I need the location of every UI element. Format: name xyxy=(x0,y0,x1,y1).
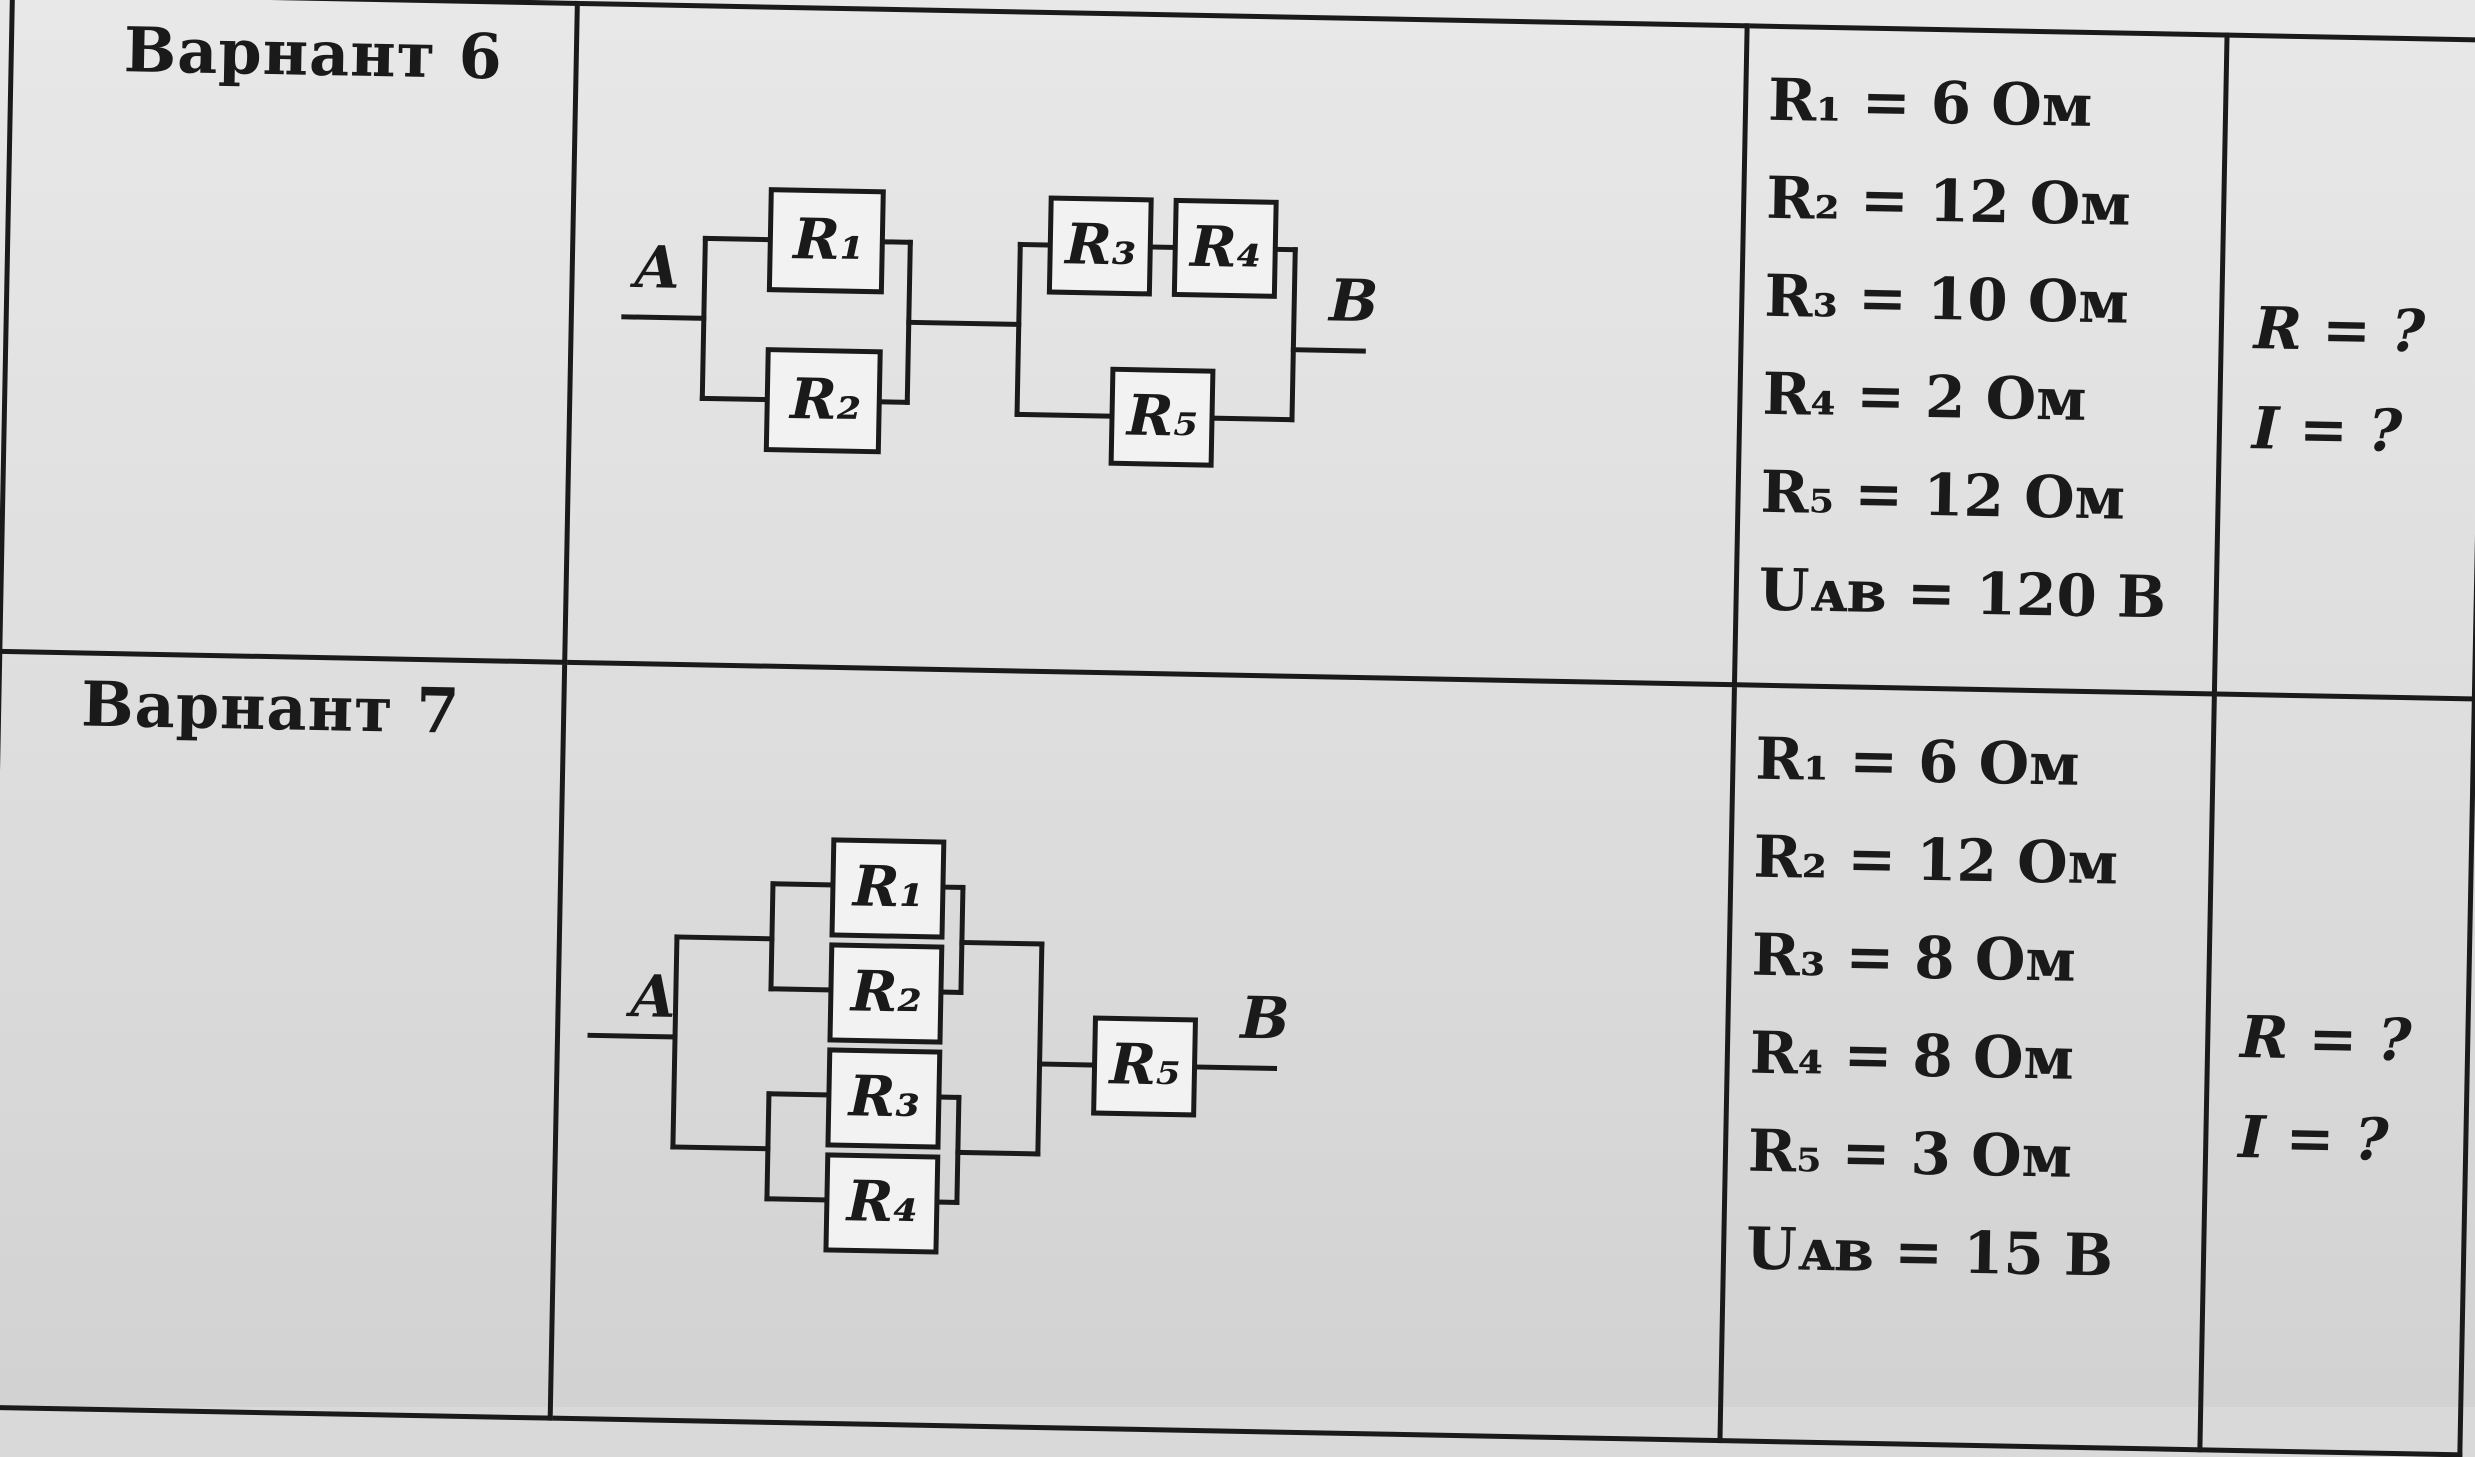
lead-a-wire xyxy=(624,317,704,319)
given-item: R₃ = 8 Ом xyxy=(1751,906,2208,1013)
find-item: I = ? xyxy=(2251,378,2475,482)
r345-right-rail xyxy=(1292,250,1295,420)
r5-in-wire xyxy=(1040,1064,1095,1065)
node-b-label: B xyxy=(1238,984,1290,1053)
variant-7-find-list: R = ? I = ? xyxy=(2237,987,2466,1191)
upper-block-out xyxy=(962,943,1042,945)
variant-6-given-list: R₁ = 6 Ом R₂ = 12 Ом R₃ = 10 Ом R₄ = 2 О… xyxy=(1758,51,2224,648)
resistor-r3-label: R₃ xyxy=(846,1064,920,1131)
variant-7-title: Варнант 7 xyxy=(81,668,562,750)
lead-a-wire xyxy=(590,1036,675,1038)
r5-out-wire xyxy=(1212,418,1292,420)
resistor-r5-label: R₅ xyxy=(1107,1032,1181,1099)
r1-in-wire xyxy=(773,884,833,885)
given-item: R₁ = 6 Ом xyxy=(1755,710,2212,817)
lower-block-feed xyxy=(673,1147,768,1149)
given-item: R₁ = 6 Ом xyxy=(1767,51,2224,158)
resistor-r1-label: R₁ xyxy=(850,854,924,921)
node-a-label: A xyxy=(629,233,680,302)
node-a-label: A xyxy=(625,962,676,1031)
middle-wire xyxy=(909,322,1019,324)
lead-b-wire xyxy=(1293,350,1363,351)
variant-6-diagram-cell: R₁ R₂ R₃ R₄ R₅ A B xyxy=(565,3,1747,685)
variant-6-row: Варнант 6 xyxy=(0,0,2475,699)
r345-left-rail xyxy=(1017,244,1020,414)
node-b-label: B xyxy=(1327,266,1379,335)
r2-bottom-branch-out xyxy=(879,402,907,403)
find-item: R = ? xyxy=(2239,987,2466,1091)
r5-in-wire xyxy=(1017,414,1112,416)
resistor-r4-label: R₄ xyxy=(1188,214,1262,281)
r2-in-wire xyxy=(771,989,831,990)
given-item: R₂ = 12 Ом xyxy=(1765,149,2222,256)
resistor-r5-label: R₅ xyxy=(1124,382,1198,449)
given-item: R₅ = 12 Ом xyxy=(1760,443,2217,550)
variant-7-given-list: R₁ = 6 Ом R₂ = 12 Ом R₃ = 8 Ом R₄ = 8 Ом… xyxy=(1745,710,2211,1307)
lead-b-wire xyxy=(1195,1067,1275,1069)
given-item: R₂ = 12 Ом xyxy=(1753,808,2210,915)
find-item: R = ? xyxy=(2253,278,2475,382)
given-item: R₅ = 3 Ом xyxy=(1747,1102,2204,1209)
r3-in-wire xyxy=(769,1094,829,1095)
resistor-r2-label: R₂ xyxy=(848,959,922,1026)
r1-top-branch xyxy=(705,238,770,239)
variant-7-row: Варнант 7 xyxy=(0,652,2474,1455)
variant-6-circuit-diagram: R₁ R₂ R₃ R₄ R₅ A B xyxy=(568,6,1744,628)
given-item: R₄ = 2 Ом xyxy=(1762,345,2219,452)
worksheet-page: Варнант 6 xyxy=(0,0,2475,1407)
variant-6-given-cell: R₁ = 6 Ом R₂ = 12 Ом R₃ = 10 Ом R₄ = 2 О… xyxy=(1734,26,2227,694)
r4-in-wire xyxy=(767,1199,827,1200)
outer-right-rail xyxy=(1038,944,1042,1154)
r2-bottom-branch xyxy=(702,398,767,399)
variant-7-find-cell: R = ? I = ? xyxy=(2200,694,2474,1455)
resistor-r3-label: R₃ xyxy=(1063,211,1137,278)
variant-6-title: Варнант 6 xyxy=(123,13,574,95)
r3-in-wire xyxy=(1020,244,1050,245)
resistor-r4-label: R₄ xyxy=(844,1169,918,1236)
r1-top-branch-out xyxy=(882,242,910,243)
variant-6-find-cell: R = ? I = ? xyxy=(2214,35,2475,699)
resistor-r1-label: R₁ xyxy=(791,206,865,273)
given-item: R₄ = 8 Ом xyxy=(1749,1004,2206,1111)
given-item: R₃ = 10 Ом xyxy=(1764,247,2221,354)
lower-block-out xyxy=(958,1153,1038,1155)
r3-r4-left-rail xyxy=(767,1094,769,1199)
variant-7-title-cell: Варнант 7 xyxy=(0,652,565,1418)
variant-6-find-list: R = ? I = ? xyxy=(2251,278,2475,482)
upper-block-feed xyxy=(677,937,772,939)
variant-7-given-cell: R₁ = 6 Ом R₂ = 12 Ом R₃ = 8 Ом R₄ = 8 Ом… xyxy=(1720,685,2214,1450)
r1-r2-left-rail xyxy=(771,884,773,989)
r1-r2-left-rail xyxy=(702,238,705,398)
resistor-r2-label: R₂ xyxy=(788,366,862,433)
variant-7-circuit-diagram: R₁ R₂ R₃ R₄ R₅ A B xyxy=(554,665,1732,1387)
variant-6-title-cell: Варнант 6 xyxy=(0,0,577,663)
find-item: I = ? xyxy=(2237,1087,2464,1191)
given-item: Uᴀʙ = 15 В xyxy=(1745,1200,2202,1307)
variant-7-diagram-cell: R₁ R₂ R₃ R₄ R₅ A B xyxy=(550,663,1734,1441)
given-item: Uᴀʙ = 120 В xyxy=(1758,541,2215,648)
